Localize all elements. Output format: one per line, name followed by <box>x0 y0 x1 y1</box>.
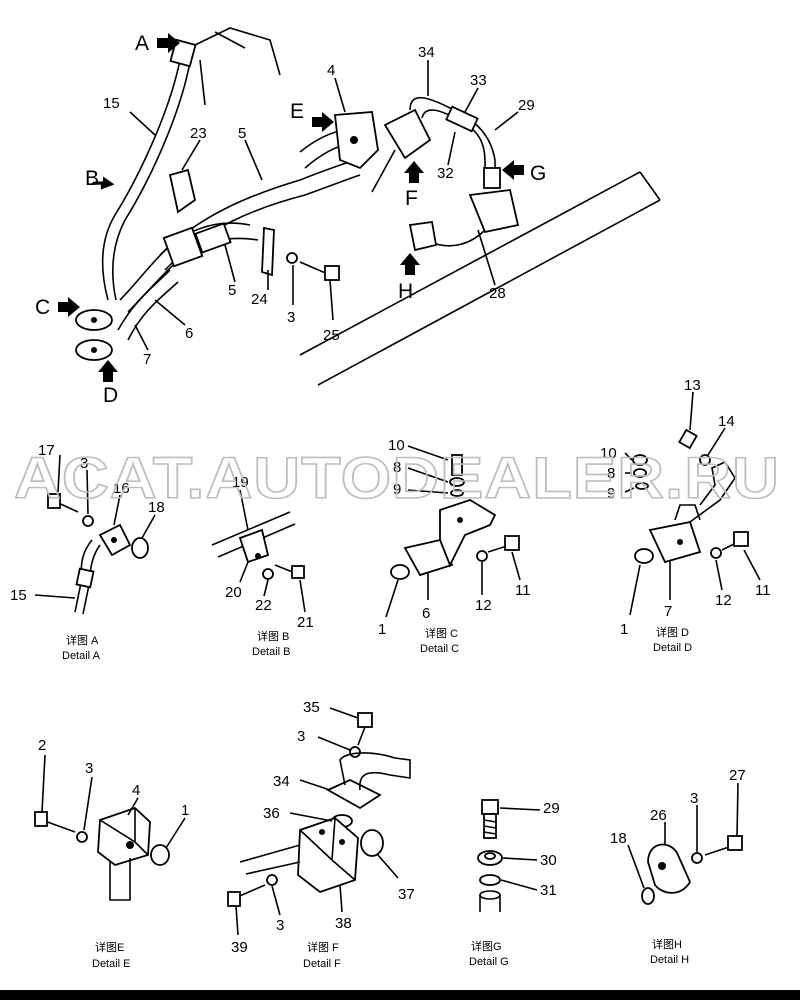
part-label: 6 <box>185 325 193 342</box>
detail-caption-cn: 详图H <box>652 937 682 951</box>
part-label: 10 <box>600 445 617 462</box>
part-label: 28 <box>489 285 506 302</box>
detail-g: 29 30 31 详图G Detail G <box>469 799 560 968</box>
part-label: 25 <box>323 327 340 344</box>
detail-caption-en: Detail E <box>92 958 131 970</box>
detail-caption-en: Detail H <box>650 954 689 966</box>
part-label: 23 <box>190 125 207 142</box>
detail-b: 19 20 22 21 详图 B Detail B <box>211 474 314 658</box>
view-letter-f: F <box>405 187 418 210</box>
part-label: 33 <box>470 72 487 89</box>
detail-caption-en: Detail A <box>62 650 101 662</box>
main-assembly <box>58 27 661 386</box>
part-label: 19 <box>232 474 249 491</box>
view-letter-g: G <box>530 162 546 185</box>
detail-caption-en: Detail B <box>252 646 291 658</box>
part-label: 17 <box>38 442 55 459</box>
part-label: 3 <box>287 309 295 326</box>
part-label: 26 <box>650 807 667 824</box>
part-label: 3 <box>80 455 88 472</box>
part-label: 5 <box>238 125 246 142</box>
main-labels: A B C D E F G H 15 23 5 4 34 33 29 32 24… <box>35 32 546 407</box>
detail-caption-cn: 详图G <box>471 939 502 953</box>
part-label: 11 <box>515 582 531 599</box>
part-label: 20 <box>225 584 242 601</box>
part-label: 18 <box>148 499 165 516</box>
view-letter-a: A <box>135 32 149 55</box>
part-label: 7 <box>664 603 672 620</box>
detail-caption-cn: 详图E <box>95 940 124 954</box>
part-label: 30 <box>540 852 557 869</box>
part-label: 32 <box>437 165 454 182</box>
part-label: 3 <box>297 728 305 745</box>
view-letter-e: E <box>290 100 304 123</box>
detail-c: 10 8 9 11 12 6 1 详图 C Detail C <box>378 437 531 655</box>
part-label: 12 <box>715 592 732 609</box>
part-label: 2 <box>38 737 46 754</box>
part-label: 15 <box>10 587 27 604</box>
part-label: 27 <box>729 767 746 784</box>
part-label: 31 <box>540 882 557 899</box>
view-letter-c: C <box>35 296 50 319</box>
view-letter-d: D <box>103 384 118 407</box>
detail-f: 35 3 34 36 37 38 3 39 详图 F Detail F <box>227 699 415 970</box>
part-label: 29 <box>543 800 560 817</box>
detail-caption-cn: 详图 B <box>257 629 289 643</box>
part-label: 21 <box>297 614 314 631</box>
detail-caption-en: Detail D <box>653 642 692 654</box>
part-label: 16 <box>113 480 130 497</box>
detail-e: 2 3 4 1 详图E Detail E <box>34 737 189 970</box>
view-letter-h: H <box>398 280 413 303</box>
part-label: 29 <box>518 97 535 114</box>
part-label: 3 <box>276 917 284 934</box>
detail-caption-cn: 详图 C <box>425 626 458 640</box>
part-label: 8 <box>607 465 615 482</box>
part-label: 10 <box>388 437 405 454</box>
detail-caption-en: Detail F <box>303 958 341 970</box>
bottom-border <box>0 990 800 1000</box>
part-label: 4 <box>327 62 335 79</box>
detail-d: 13 14 10 8 9 11 12 7 1 详图 D Detail D <box>600 377 771 654</box>
part-label: 11 <box>755 582 771 599</box>
part-label: 7 <box>143 351 151 368</box>
part-label: 1 <box>378 621 386 638</box>
part-label: 3 <box>690 790 698 807</box>
part-label: 6 <box>422 605 430 622</box>
detail-caption-cn: 详图 D <box>656 625 689 639</box>
part-label: 14 <box>718 413 735 430</box>
part-label: 1 <box>620 621 628 638</box>
part-label: 1 <box>181 802 189 819</box>
part-label: 13 <box>684 377 701 394</box>
part-label: 38 <box>335 915 352 932</box>
part-label: 36 <box>263 805 280 822</box>
part-label: 15 <box>103 95 120 112</box>
detail-a: 17 3 16 18 15 详图 A Detail A <box>10 442 165 662</box>
detail-caption-cn: 详图 F <box>307 940 339 954</box>
detail-caption-en: Detail C <box>420 643 459 655</box>
part-label: 34 <box>273 773 290 790</box>
detail-h: 27 3 26 18 详图H Detail H <box>610 767 746 966</box>
part-label: 4 <box>132 782 140 799</box>
view-letter-b: B <box>85 167 99 190</box>
part-label: 8 <box>393 459 401 476</box>
detail-caption-cn: 详图 A <box>66 633 99 647</box>
part-label: 5 <box>228 282 236 299</box>
part-label: 22 <box>255 597 272 614</box>
part-label: 12 <box>475 597 492 614</box>
part-label: 24 <box>251 291 268 308</box>
part-label: 34 <box>418 44 435 61</box>
part-label: 9 <box>393 481 401 498</box>
watermark: ACAT.AUTODEALER.RU <box>14 446 780 511</box>
part-label: 3 <box>85 760 93 777</box>
part-label: 37 <box>398 886 415 903</box>
part-label: 9 <box>607 485 615 502</box>
part-label: 39 <box>231 939 248 956</box>
detail-caption-en: Detail G <box>469 956 509 968</box>
part-label: 18 <box>610 830 627 847</box>
part-label: 35 <box>303 699 320 716</box>
